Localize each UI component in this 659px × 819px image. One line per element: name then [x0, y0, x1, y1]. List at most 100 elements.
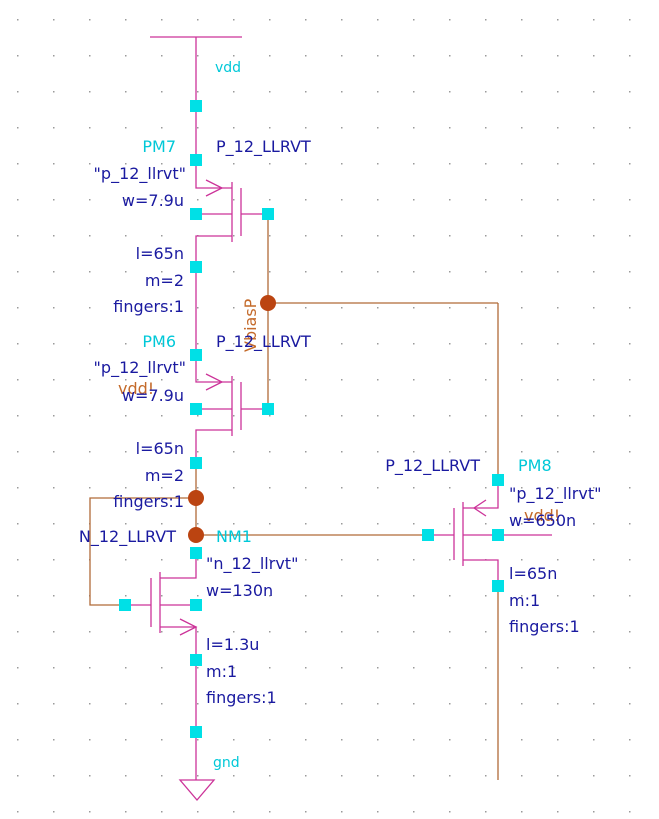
pm6-width: w=7.9u [122, 386, 184, 405]
gnd-pin[interactable] [190, 726, 202, 738]
grid-dot [341, 487, 343, 489]
pm8-source-pin[interactable] [492, 474, 504, 486]
grid-dot [629, 19, 631, 21]
pm6-bulk-pin[interactable] [190, 457, 202, 469]
grid-dot [413, 487, 415, 489]
grid-dot [197, 775, 199, 777]
grid-dot [233, 415, 235, 417]
grid-dot [629, 631, 631, 633]
grid-dot [629, 127, 631, 129]
pm7-source-pin[interactable] [190, 154, 202, 166]
grid-dot [341, 379, 343, 381]
nm1-source-pin[interactable] [190, 599, 202, 611]
grid-dot [53, 487, 55, 489]
grid-dot [629, 307, 631, 309]
grid-dot [125, 163, 127, 165]
vdd-supply-symbol[interactable] [150, 36, 242, 106]
pm6-drain-pin[interactable] [190, 403, 202, 415]
nm1-symbol[interactable] [125, 553, 198, 660]
grid-dot [629, 775, 631, 777]
grid-dot [125, 55, 127, 57]
grid-dot [449, 127, 451, 129]
pm8-symbol[interactable] [428, 480, 552, 586]
grid-dot [125, 775, 127, 777]
grid-dot [485, 55, 487, 57]
grid-dot [341, 55, 343, 57]
vdd-pin[interactable] [190, 100, 202, 112]
grid-dot [341, 271, 343, 273]
grid-dot [89, 343, 91, 345]
pm8-fingers: fingers:1 [509, 617, 580, 636]
grid-dot [17, 307, 19, 309]
pm8-bulk-pin[interactable] [492, 529, 504, 541]
grid-dot [629, 739, 631, 741]
pm8-name: PM8 [518, 456, 552, 475]
grid-dot [341, 523, 343, 525]
grid-dot [521, 19, 523, 21]
grid-dot [17, 487, 19, 489]
grid-dot [341, 595, 343, 597]
grid-dot [161, 163, 163, 165]
grid-dot [341, 667, 343, 669]
grid-dot [377, 127, 379, 129]
grid-dot [557, 163, 559, 165]
grid-dot [449, 487, 451, 489]
pm8-gate-pin[interactable] [422, 529, 434, 541]
pm7-drain-pin[interactable] [190, 208, 202, 220]
grid-dot [377, 595, 379, 597]
gnd-symbol[interactable] [178, 779, 216, 802]
grid-dot [53, 307, 55, 309]
grid-dot [449, 559, 451, 561]
grid-dot [449, 55, 451, 57]
vbias-junction[interactable] [260, 295, 276, 311]
grid-dot [593, 487, 595, 489]
pm7-symbol[interactable] [195, 160, 268, 267]
pm8-width: w=650n [509, 511, 576, 530]
grid-dot [413, 271, 415, 273]
wire-nm1-gate-feedback[interactable] [89, 497, 196, 606]
grid-dot [161, 343, 163, 345]
nm1-gate-pin[interactable] [119, 599, 131, 611]
grid-dot [377, 415, 379, 417]
grid-dot [305, 19, 307, 21]
pm6-gate-pin[interactable] [262, 403, 274, 415]
pm7-gate-pin[interactable] [262, 208, 274, 220]
grid-dot [17, 811, 19, 813]
pm8-drain-pin[interactable] [492, 580, 504, 592]
grid-dot [413, 595, 415, 597]
grid-dot [629, 91, 631, 93]
grid-dot [377, 343, 379, 345]
grid-dot [629, 199, 631, 201]
grid-dot [413, 343, 415, 345]
grid-dot [593, 163, 595, 165]
grid-dot [17, 559, 19, 561]
nm1-width: w=130n [206, 581, 273, 600]
pm6-symbol[interactable] [195, 355, 268, 463]
grid-dot [197, 379, 199, 381]
grid-dot [197, 667, 199, 669]
nm1-drain-junction[interactable] [188, 527, 204, 543]
pm7-bulk-pin[interactable] [190, 261, 202, 273]
grid-dot [377, 703, 379, 705]
grid-dot [305, 667, 307, 669]
grid-dot [89, 631, 91, 633]
pm8-cell: P_12_LLRVT [385, 456, 480, 476]
grid-dot [485, 415, 487, 417]
grid-dot [305, 775, 307, 777]
grid-dot [197, 487, 199, 489]
grid-dot [197, 703, 199, 705]
grid-dot [125, 631, 127, 633]
grid-dot [161, 199, 163, 201]
grid-dot [53, 667, 55, 669]
grid-dot [593, 199, 595, 201]
nm1-drain-pin[interactable] [190, 547, 202, 559]
grid-dot [197, 595, 199, 597]
grid-dot [53, 559, 55, 561]
grid-dot [233, 487, 235, 489]
nm1-bulk-pin[interactable] [190, 654, 202, 666]
grid-dot [485, 19, 487, 21]
grid-dot [125, 667, 127, 669]
mid-node-junction[interactable] [188, 490, 204, 506]
grid-dot [269, 703, 271, 705]
pm6-source-pin[interactable] [190, 349, 202, 361]
